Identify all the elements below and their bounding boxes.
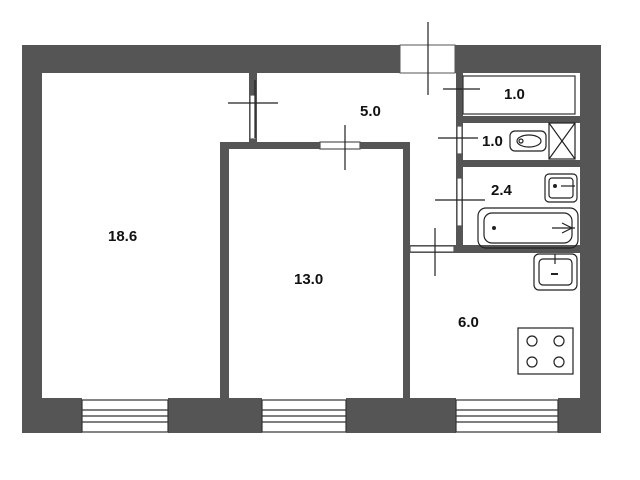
entrance-door: [399, 22, 456, 95]
interior-walls: [220, 73, 580, 398]
kitchen-sink-icon: [533, 253, 578, 291]
closet-area: [462, 75, 576, 115]
vent-shaft-icon: [548, 122, 576, 160]
room-area-hall: 5.0: [360, 103, 381, 120]
outer-walls: [22, 45, 601, 433]
window-bedroom: [261, 399, 347, 433]
room-area-bedroom: 13.0: [294, 271, 323, 288]
window-living: [81, 399, 169, 433]
bath-sink-icon: [544, 173, 578, 203]
room-area-kitchen: 6.0: [458, 314, 479, 331]
room-area-closet: 1.0: [504, 86, 525, 103]
toilet-fixture: [509, 130, 547, 152]
bathtub-icon: [477, 207, 579, 249]
stove-icon: [517, 327, 574, 375]
room-area-living: 18.6: [108, 228, 137, 245]
room-area-bathroom: 2.4: [491, 182, 513, 199]
doors: [228, 80, 485, 276]
window-kitchen: [455, 399, 559, 433]
room-area-toilet: 1.0: [482, 133, 503, 150]
